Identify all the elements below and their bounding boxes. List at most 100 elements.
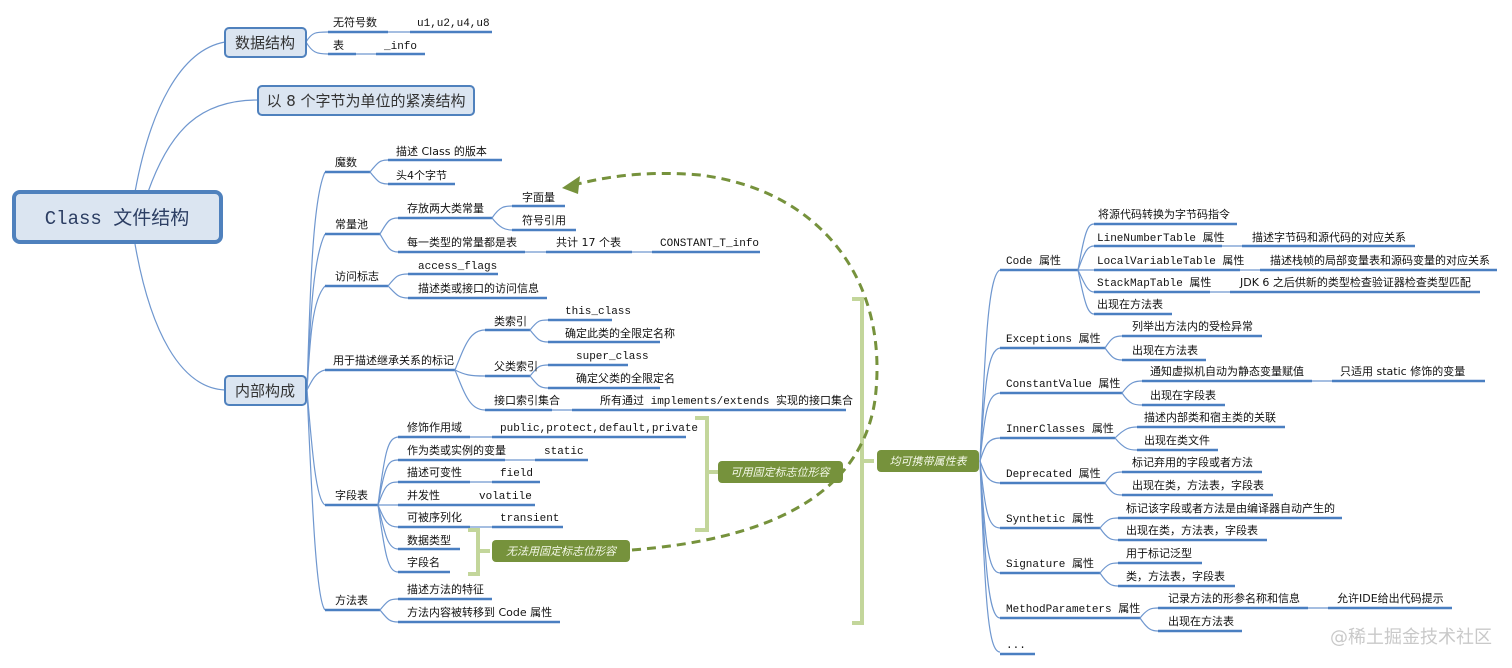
leaf-label: 确定此类的全限定名称	[565, 326, 675, 340]
leaf-label: 描述方法的特征	[407, 582, 484, 596]
attr-label: Synthetic 属性	[1006, 511, 1094, 526]
labels-internal: 魔数 描述 Class 的版本 头4个字节 常量池 存放两大类常量 字面量 符号…	[333, 144, 853, 619]
leaf-label: 标记该字段或者方法是由编译器自动产生的	[1126, 501, 1335, 515]
labels-attributes: Code 属性 将源代码转换为字节码指令 LineNumberTable 属性 …	[1006, 207, 1490, 652]
leaf-label: 标记弃用的字段或者方法	[1132, 455, 1253, 469]
node-compact[interactable]: 以 8 个字节为单位的紧凑结构	[257, 85, 475, 116]
leaf-label: field	[500, 468, 533, 480]
leaf-label: public,protect,default,private	[500, 423, 698, 435]
leaf-label: CONSTANT_T_info	[660, 238, 759, 250]
attr-label: InnerClasses 属性	[1006, 421, 1114, 436]
branch-inherit	[325, 318, 846, 412]
leaf-label: volatile	[479, 491, 532, 503]
leaf-label: 描述类或接口的访问信息	[418, 281, 539, 295]
note-unfixed[interactable]: 无法用固定标志位形容	[492, 540, 630, 562]
leaf-label: 作为类或实例的变量	[407, 443, 506, 457]
leaf-label: 可被序列化	[407, 510, 462, 524]
leaf-label: JDK 6 之后供新的类型检查验证器检查类型匹配	[1239, 275, 1471, 289]
leaf-label: 出现在方法表	[1132, 343, 1198, 357]
node-label: 内部构成	[235, 382, 295, 400]
leaf-label: 确定父类的全限定名	[576, 371, 675, 385]
leaf-label: 类，方法表，字段表	[1126, 569, 1225, 583]
leaf-label: 描述字节码和源代码的对应关系	[1252, 230, 1406, 244]
leaf-label: _info	[383, 41, 417, 53]
leaf-label: 无符号数	[333, 16, 377, 29]
branch-label: 方法表	[335, 593, 368, 607]
leaf-label: 符号引用	[522, 213, 566, 227]
leaf-label: 头4个字节	[396, 168, 447, 182]
leaf-label: 字面量	[522, 190, 555, 204]
leaf-label: 出现在类，方法表，字段表	[1126, 523, 1258, 537]
leaf-label: static	[544, 446, 584, 458]
branch-label: 用于描述继承关系的标记	[333, 353, 454, 367]
root-connectors	[134, 41, 259, 391]
attr-label: Signature 属性	[1006, 556, 1094, 571]
root-label: Class 文件结构	[45, 207, 189, 230]
leaf-label: LineNumberTable 属性	[1097, 230, 1225, 245]
branch-label: 常量池	[335, 218, 368, 231]
attr-label: Code 属性	[1006, 253, 1061, 268]
branch-methods	[325, 597, 560, 624]
branch-constant-pool	[325, 204, 760, 254]
leaf-label: StackMapTable 属性	[1097, 275, 1211, 290]
leaf-label: 出现在字段表	[1150, 388, 1216, 402]
attr-label: Exceptions 属性	[1006, 331, 1101, 346]
node-attributes[interactable]: 均可携带属性表	[877, 450, 979, 472]
node-label: 以 8 个字节为单位的紧凑结构	[266, 92, 465, 110]
root-node[interactable]: Class 文件结构	[12, 190, 223, 244]
watermark: @稀土掘金技术社区	[1330, 627, 1492, 648]
branch-magic	[325, 158, 502, 186]
attr-label: Deprecated 属性	[1006, 466, 1101, 481]
note-fixed[interactable]: 可用固定标志位形容	[718, 461, 843, 483]
bracket-attributes	[852, 297, 864, 625]
leaf-label: 用于标记泛型	[1126, 546, 1192, 560]
attr-code-lines	[1000, 222, 1497, 316]
branch-label: 接口索引集合	[494, 393, 560, 407]
attr-label: ...	[1006, 640, 1026, 652]
attr-other-lines	[1000, 334, 1485, 656]
branch-label: 类索引	[494, 314, 527, 328]
bracket-unfixed	[468, 528, 480, 576]
leaf-label: 描述内部类和宿主类的关联	[1144, 410, 1276, 424]
leaf-label: 描述 Class 的版本	[396, 144, 487, 158]
branch-access	[325, 272, 547, 300]
leaf-label: 列举出方法内的受检异常	[1132, 319, 1253, 333]
leaf-label: 出现在方法表	[1168, 614, 1234, 628]
leaf-label: 方法内容被转移到 Code 属性	[407, 605, 552, 619]
node-internal[interactable]: 内部构成	[224, 375, 307, 406]
labels-data-structure: 无符号数 u1,u2,u4,u8 表 _info	[333, 16, 490, 53]
note-label: 可用固定标志位形容	[731, 466, 832, 479]
leaf-label: 描述栈帧的局部变量表和源码变量的对应关系	[1270, 253, 1490, 267]
node-label: 数据结构	[235, 34, 295, 52]
leaf-label: this_class	[565, 306, 631, 318]
leaf-label: transient	[500, 513, 559, 525]
branch-fields	[325, 435, 686, 574]
node-data-structure[interactable]: 数据结构	[224, 27, 307, 58]
leaf-label: 只适用 static 修饰的变量	[1340, 364, 1465, 378]
note-label: 无法用固定标志位形容	[506, 545, 618, 558]
leaf-label: super_class	[576, 351, 649, 363]
leaf-label: 数据类型	[407, 533, 451, 547]
leaf-label: 允许IDE给出代码提示	[1337, 591, 1444, 605]
leaf-label: 表	[333, 38, 344, 52]
attr-label: MethodParameters 属性	[1006, 601, 1140, 616]
attr-label: ConstantValue 属性	[1006, 376, 1120, 391]
branch-label: 父类索引	[494, 359, 538, 373]
branch-data-structure	[305, 30, 492, 56]
branch-label: 存放两大类常量	[407, 201, 484, 215]
leaf-label: 修饰作用域	[407, 420, 462, 434]
branch-label: 字段表	[335, 488, 368, 502]
leaf-label: LocalVariableTable 属性	[1097, 253, 1244, 268]
leaf-label: 字段名	[407, 555, 440, 569]
dashed-arrow	[569, 171, 879, 552]
leaf-label: access_flags	[418, 261, 497, 273]
leaf-label: 记录方法的形参名称和信息	[1168, 591, 1300, 605]
leaf-label: 将源代码转换为字节码指令	[1098, 207, 1230, 221]
branch-label: 每一类型的常量都是表	[407, 235, 517, 249]
leaf-label: 出现在类文件	[1144, 433, 1210, 447]
leaf-label: 出现在方法表	[1097, 297, 1163, 311]
leaf-label: 描述可变性	[407, 465, 462, 479]
internal-trunk	[306, 171, 326, 611]
leaf-label: 出现在类，方法表，字段表	[1132, 478, 1264, 492]
